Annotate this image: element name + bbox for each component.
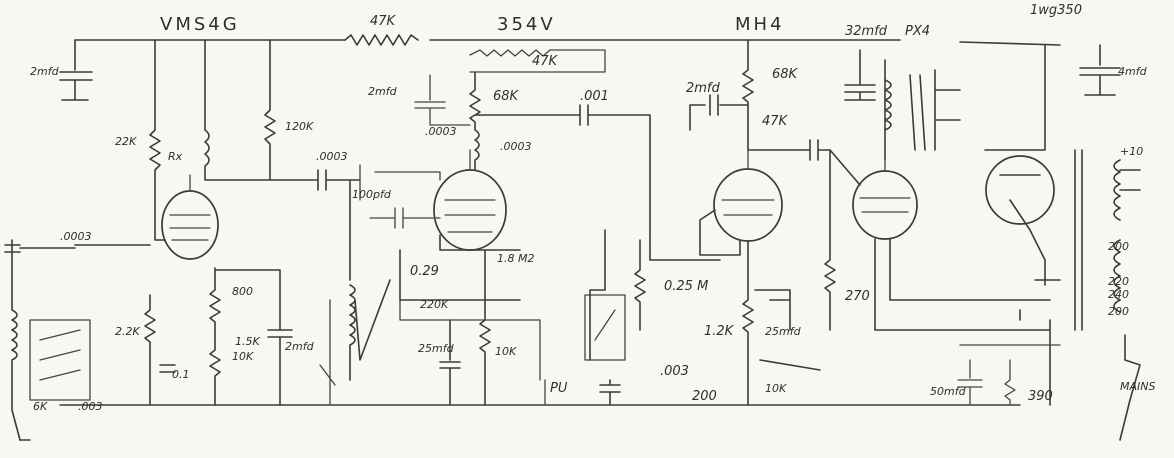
label-v3: MH4 — [735, 14, 785, 35]
label-0003-left: .0003 — [60, 230, 92, 243]
volume-box — [584, 294, 626, 361]
v3-cathode — [699, 209, 821, 406]
label-0003-c: .0003 — [500, 140, 532, 153]
label-2mfd-r: 2mfd — [686, 81, 721, 96]
label-800: 800 — [232, 285, 253, 298]
label-01: 0.1 — [172, 368, 190, 381]
label-68k: 68K — [493, 89, 520, 104]
label-100pf: 100pfd — [352, 188, 392, 201]
label-2k2: 2.2K — [115, 325, 140, 338]
tube-v4 — [852, 170, 918, 240]
label-hv: 354V — [497, 14, 556, 35]
label-003-low: .003 — [78, 400, 103, 413]
label-0003-a: .0003 — [316, 150, 348, 163]
label-10k-c: 10K — [765, 382, 787, 395]
coupling-cap-1 — [289, 169, 361, 191]
dropper-47k — [469, 49, 606, 73]
label-pu: PU — [550, 381, 568, 396]
tube-v2 — [433, 169, 507, 251]
label-top-res: 47K — [370, 14, 397, 29]
label-t220: 220 — [1108, 275, 1129, 288]
label-t10: +10 — [1120, 145, 1143, 158]
volume-pot — [589, 229, 721, 406]
ht-rail-wire — [74, 39, 1061, 46]
input-coil — [4, 239, 76, 441]
ground-rail — [19, 404, 1021, 441]
label-120k: 120K — [285, 120, 314, 133]
label-25mfd: 25mfd — [418, 342, 455, 355]
label-2mfd-low: 2mfd — [285, 340, 315, 353]
v2-grid-caps — [359, 164, 441, 229]
label-mains: MAINS — [1120, 380, 1155, 393]
v3-anode-wires — [689, 39, 861, 331]
v1-cathode-wires — [74, 244, 293, 406]
label-cap-left: 2mfd — [30, 65, 60, 78]
v2-bias — [319, 299, 546, 406]
v2-grid-network — [349, 179, 521, 406]
label-25mfd-b: 25mfd — [765, 325, 802, 338]
tube-v1 — [161, 190, 219, 260]
output-transformer — [884, 59, 961, 161]
label-22k: 22K — [115, 135, 137, 148]
tube-v3 — [713, 168, 783, 242]
v2-decoupling — [414, 74, 471, 126]
label-t200a: 200 — [1108, 240, 1129, 253]
label-pot-025: 0.25 M — [664, 279, 708, 294]
label-200: 200 — [692, 389, 717, 404]
rectifier-wires — [984, 44, 1061, 286]
label-0003-b: .0003 — [425, 125, 457, 138]
v2-anode-wires — [469, 71, 651, 241]
label-1k2: 1.2K — [704, 324, 735, 339]
label-003: .003 — [660, 364, 689, 379]
v1-grid-chain — [144, 294, 176, 406]
ps-filter — [957, 344, 1061, 406]
tube-v2-electrodes — [444, 149, 496, 233]
v1-plate-wires — [149, 39, 291, 241]
label-xfmr: PX4 — [905, 24, 930, 39]
mains-transformer — [1074, 149, 1141, 441]
left-cap — [59, 39, 93, 101]
top-resistor-zigzag — [344, 34, 419, 46]
label-v1: VMS4G — [160, 14, 240, 35]
smoothing-cap-32 — [844, 49, 876, 101]
label-t240: 240 — [1108, 288, 1129, 301]
label-4mfd-r: 4mfd — [1118, 65, 1148, 78]
label-270: 270 — [845, 289, 870, 304]
label-15k: 1.5K — [235, 335, 260, 348]
label-32mfd: 32mfd — [845, 24, 888, 39]
label-50mfd: 50mfd — [930, 385, 967, 398]
label-47k-b: 47K — [532, 54, 559, 69]
tube-v4-electrodes — [859, 159, 911, 213]
label-47k-r: 47K — [762, 114, 789, 129]
label-2mfd-mid: 2mfd — [368, 85, 398, 98]
label-top-right: 1wg350 — [1030, 3, 1082, 18]
label-10k-b: 10K — [495, 345, 517, 358]
label-10k: 10K — [232, 350, 254, 363]
label-t200b: 200 — [1108, 305, 1129, 318]
label-390: 390 — [1028, 389, 1053, 404]
tube-v1-electrodes — [169, 174, 211, 241]
label-1m: 1.8 M2 — [497, 252, 534, 265]
label-220k: 220K — [420, 298, 449, 311]
input-tuning — [29, 319, 91, 401]
v4-cathode — [874, 238, 1051, 406]
reservoir-cap — [1079, 44, 1121, 96]
label-rx: Rx — [168, 150, 183, 163]
tube-rectifier — [985, 155, 1055, 225]
tube-v3-electrodes — [721, 149, 775, 216]
label-pot-029: 0.29 — [410, 264, 439, 279]
label-6k: 6K — [33, 400, 48, 413]
label-68k-r: 68K — [772, 67, 799, 82]
label-001: .001 — [580, 89, 609, 104]
